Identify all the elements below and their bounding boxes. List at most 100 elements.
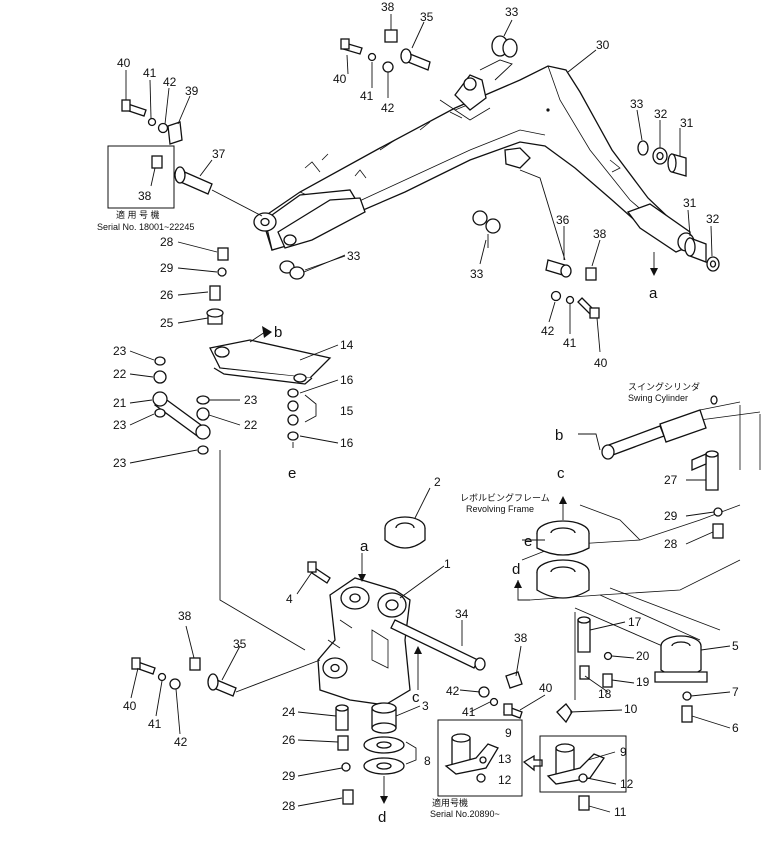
callout-10: 10 bbox=[624, 702, 638, 716]
frame-upper-boss-side bbox=[536, 533, 590, 556]
boom-side-hole bbox=[283, 234, 297, 246]
callout-9: 9 bbox=[505, 726, 512, 740]
ref-letter-c: c bbox=[557, 465, 565, 482]
callout-12: 12 bbox=[498, 773, 512, 787]
washer-41-lowleft bbox=[157, 672, 167, 682]
ref-letter-a: a bbox=[360, 538, 369, 555]
plate-9 bbox=[546, 753, 606, 785]
callout-22: 22 bbox=[113, 367, 127, 381]
callout-23: 23 bbox=[113, 344, 127, 358]
callout-42: 42 bbox=[446, 684, 460, 698]
callout-31: 31 bbox=[683, 196, 697, 210]
callout-38: 38 bbox=[514, 631, 528, 645]
callout-34: 34 bbox=[455, 607, 469, 621]
pin-27 bbox=[705, 453, 719, 491]
washer-41-left bbox=[147, 117, 157, 127]
callout-12: 12 bbox=[620, 777, 634, 791]
washer-41-pin34 bbox=[489, 697, 499, 707]
callout-numbers: 38 35 33 30 40 41 42 40 41 42 39 37 38 3… bbox=[113, 0, 739, 819]
nut-23-d bbox=[197, 445, 209, 455]
serial-frame-2 bbox=[437, 719, 523, 797]
pin-34-fasteners bbox=[478, 671, 523, 719]
right-pin-group bbox=[637, 140, 720, 272]
callout-11: 11 bbox=[614, 805, 627, 819]
callout-13: 13 bbox=[498, 752, 512, 766]
callout-16: 16 bbox=[340, 373, 354, 387]
bolt-4-head bbox=[307, 561, 317, 573]
serial-note-2-jp: 適用号機 bbox=[432, 797, 468, 808]
grease-fitting-38 bbox=[384, 29, 398, 43]
lower-left-pin-group bbox=[131, 657, 321, 697]
callout-9: 9 bbox=[620, 745, 627, 759]
boom-middle-bracket bbox=[504, 147, 531, 169]
plate-14 bbox=[209, 339, 332, 379]
nut-23-b bbox=[154, 408, 166, 418]
callout-28: 28 bbox=[282, 799, 296, 813]
bolt-19 bbox=[602, 673, 613, 688]
callout-40: 40 bbox=[594, 356, 608, 370]
bolt-18 bbox=[579, 665, 590, 680]
option-frame bbox=[539, 735, 627, 793]
washer-42-mid bbox=[550, 290, 562, 302]
revolving-frame-label-jp: レボルビングフレーム bbox=[460, 492, 550, 503]
fitting-38-pin34 bbox=[505, 671, 523, 689]
left-pin-group bbox=[107, 99, 263, 217]
callout-24: 24 bbox=[282, 705, 296, 719]
callout-30: 30 bbox=[596, 38, 610, 52]
callout-5: 5 bbox=[732, 639, 739, 653]
swing-cylinder-eye bbox=[601, 444, 615, 460]
callout-40: 40 bbox=[333, 72, 347, 86]
washer-7 bbox=[682, 691, 692, 701]
fitting-26-lower bbox=[337, 735, 349, 751]
pin-17 bbox=[577, 619, 591, 653]
spacer-22-b bbox=[196, 407, 210, 421]
callout-21: 21 bbox=[113, 396, 127, 410]
bracket-pin-boss bbox=[463, 77, 477, 91]
bushing-31-lower-face bbox=[684, 237, 696, 257]
fitting-26-upper bbox=[209, 285, 221, 301]
callout-27: 27 bbox=[664, 473, 678, 487]
reference-letters: a a b b c c d d e e bbox=[274, 285, 658, 826]
swing-cylinder-label-jp: スイングシリンダ bbox=[628, 381, 700, 392]
callout-36: 36 bbox=[556, 213, 570, 227]
bolt-28-right bbox=[712, 523, 724, 539]
annotations: 適 用 号 機 Serial No. 18001~22245 適用号機 Seri… bbox=[97, 209, 700, 819]
washer-29-right bbox=[713, 507, 723, 517]
bushing-2-side bbox=[384, 528, 426, 549]
callout-31: 31 bbox=[680, 116, 694, 130]
washer-29-lower bbox=[341, 762, 351, 772]
callout-40: 40 bbox=[539, 681, 553, 695]
shim-33b bbox=[502, 38, 518, 58]
callout-29: 29 bbox=[664, 509, 678, 523]
frame-lower-boss-side bbox=[536, 572, 590, 599]
shim-33-right bbox=[637, 140, 649, 156]
lower-center-stack bbox=[335, 702, 417, 805]
fitting-38-left bbox=[151, 155, 163, 169]
nut-23-c bbox=[196, 395, 210, 405]
callout-32: 32 bbox=[706, 212, 720, 226]
callout-41: 41 bbox=[148, 717, 162, 731]
boom-side-plate bbox=[277, 197, 366, 249]
ref-letter-a: a bbox=[649, 285, 658, 302]
washer-12-boxed bbox=[476, 773, 486, 783]
callout-32: 32 bbox=[654, 107, 668, 121]
callout-3: 3 bbox=[422, 699, 429, 713]
nut-16-lower bbox=[287, 431, 299, 441]
plate-14-boss bbox=[214, 346, 230, 358]
pin-27-plate bbox=[691, 453, 707, 471]
callout-4: 4 bbox=[286, 592, 293, 606]
spacer-22-a bbox=[153, 370, 167, 384]
ref-letter-c: c bbox=[412, 689, 420, 706]
callout-33: 33 bbox=[347, 249, 361, 263]
callout-42: 42 bbox=[163, 75, 177, 89]
callout-6: 6 bbox=[732, 721, 739, 735]
grease-fitting-10 bbox=[556, 703, 573, 724]
bolt-11 bbox=[578, 795, 590, 811]
callout-41: 41 bbox=[360, 89, 374, 103]
callout-33: 33 bbox=[505, 5, 519, 19]
equivalence-arrow bbox=[522, 754, 543, 772]
callout-17: 17 bbox=[628, 615, 642, 629]
washer-41-top bbox=[367, 52, 377, 62]
serial-note-2: Serial No.20890~ bbox=[430, 809, 500, 819]
bushing-15-b bbox=[287, 414, 299, 426]
